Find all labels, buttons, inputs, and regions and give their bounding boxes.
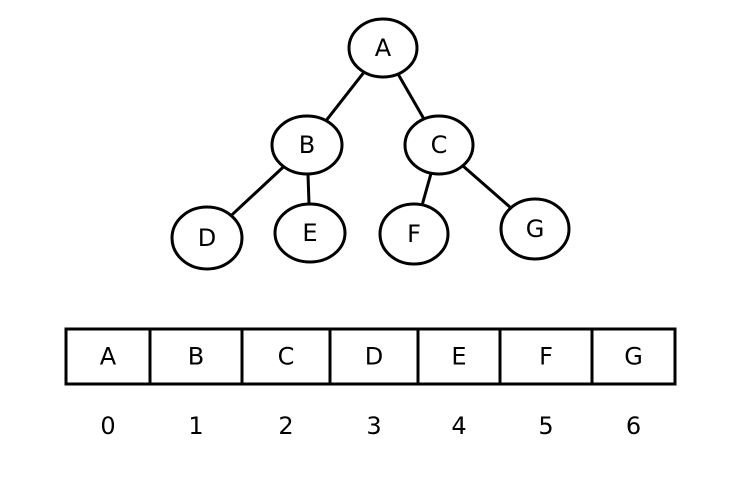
tree-node-e: E	[273, 202, 347, 264]
edge-a-b	[324, 70, 366, 123]
cell-box	[416, 327, 502, 386]
cell-value: B	[188, 343, 204, 371]
array-index-0: 0	[100, 412, 115, 440]
node-circle	[347, 17, 419, 79]
array-index-3: 3	[366, 412, 381, 440]
edge-a-c	[396, 72, 426, 121]
array-index-6: 6	[626, 412, 641, 440]
array-indices: 0 1 2 3 4 5 6	[100, 412, 641, 440]
array-cell-2: C	[240, 327, 332, 386]
array-cells: A B C D E F G	[64, 327, 677, 386]
array-index-5: 5	[538, 412, 553, 440]
array-cell-0: A	[64, 327, 152, 386]
array-cell-6: G	[590, 327, 677, 386]
cell-value: C	[278, 343, 295, 371]
tree-node-g: G	[499, 197, 571, 261]
cell-value: F	[539, 343, 553, 371]
node-label: G	[526, 215, 545, 243]
node-label: F	[407, 220, 421, 248]
node-label: A	[375, 34, 392, 62]
edge-c-f	[420, 171, 433, 207]
node-circle	[403, 114, 475, 176]
array-cell-3: D	[328, 327, 420, 386]
node-label: E	[302, 219, 317, 247]
edge-b-d	[229, 165, 286, 218]
tree-edges	[229, 70, 513, 218]
array-cell-5: F	[498, 327, 594, 386]
cell-box	[590, 327, 677, 386]
array-index-4: 4	[451, 412, 466, 440]
tree-nodes: A B C D E F G	[170, 17, 571, 271]
node-circle	[378, 202, 450, 266]
cell-box	[240, 327, 332, 386]
node-label: D	[198, 224, 216, 252]
node-label: C	[431, 131, 448, 159]
node-circle	[170, 205, 244, 271]
node-label: B	[299, 131, 315, 159]
node-circle	[273, 202, 347, 264]
cell-value: G	[624, 343, 643, 371]
array-cell-4: E	[416, 327, 502, 386]
tree-node-b: B	[270, 114, 344, 176]
tree-node-d: D	[170, 205, 244, 271]
array-cell-1: B	[148, 327, 244, 386]
cell-value: A	[100, 343, 117, 371]
cell-value: E	[451, 343, 466, 371]
array-index-2: 2	[278, 412, 293, 440]
tree-node-f: F	[378, 202, 450, 266]
cell-value: D	[365, 343, 383, 371]
tree-node-a: A	[347, 17, 419, 79]
node-circle	[270, 114, 344, 176]
tree-node-c: C	[403, 114, 475, 176]
edge-b-e	[306, 172, 311, 206]
node-circle	[499, 197, 571, 261]
array-index-1: 1	[188, 412, 203, 440]
edge-c-g	[461, 164, 513, 210]
